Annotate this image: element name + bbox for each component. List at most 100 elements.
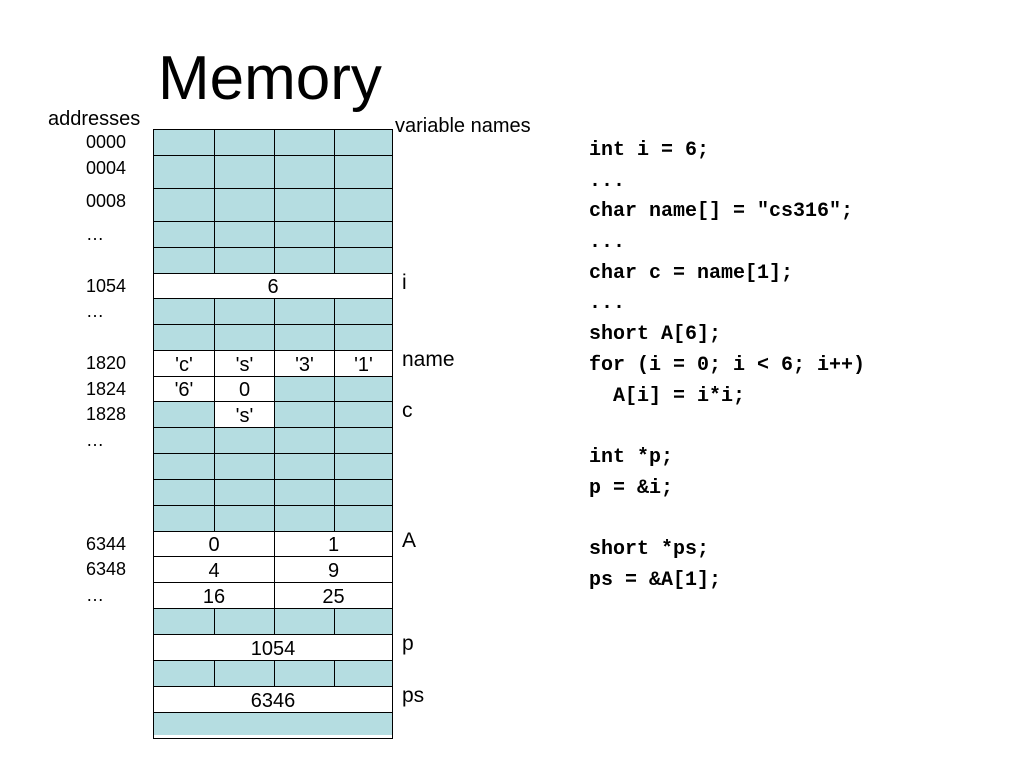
code-line: ... [589, 231, 626, 255]
memory-cell [214, 661, 274, 688]
memory-cell [334, 428, 392, 455]
memory-cell [214, 156, 274, 190]
memory-cell [274, 480, 334, 507]
address-label: 1054 [86, 276, 127, 296]
memory-value-cell: 0 [214, 377, 274, 403]
memory-cell [274, 506, 334, 533]
memory-row: 1054 [154, 634, 392, 662]
memory-cell [334, 299, 392, 326]
memory-row [154, 221, 392, 249]
memory-cell [334, 402, 392, 429]
address-label: … [86, 430, 104, 450]
memory-row [154, 155, 392, 190]
code-line [589, 412, 865, 443]
memory-cell [214, 189, 274, 223]
memory-cell [334, 377, 392, 403]
memory-cell [274, 661, 334, 688]
memory-value-cell: 1 [274, 532, 392, 558]
memory-cell [334, 222, 392, 249]
memory-row: '6'0 [154, 376, 392, 403]
memory-row [154, 660, 392, 688]
address-label: 6344 [86, 534, 127, 554]
memory-cell [214, 506, 274, 533]
memory-row [154, 479, 392, 507]
memory-value-cell: 6346 [154, 687, 392, 714]
memory-value-cell: 25 [274, 583, 392, 610]
memory-row [154, 712, 392, 735]
code-line: ps = &A[1]; [589, 568, 722, 592]
code-line: ... [589, 169, 626, 193]
memory-cell [274, 325, 334, 352]
memory-cell [214, 248, 274, 275]
memory-row: 's' [154, 401, 392, 429]
address-label: 1828 [86, 404, 127, 424]
memory-cell [274, 248, 334, 275]
code-line: char name[] = "cs316"; [589, 200, 854, 224]
memory-value-cell: 4 [154, 557, 274, 584]
memory-cell [334, 189, 392, 223]
memory-cell [154, 713, 392, 735]
memory-cell [334, 480, 392, 507]
memory-cell [274, 299, 334, 326]
memory-value-cell: '1' [334, 351, 392, 378]
code-line: short *ps; [589, 537, 710, 561]
page-title: Memory [158, 44, 382, 113]
memory-cell [274, 454, 334, 481]
code-line: int i = 6; [589, 139, 710, 162]
memory-cell [154, 189, 214, 223]
memory-cell [154, 454, 214, 481]
memory-cell [154, 222, 214, 249]
memory-cell [334, 248, 392, 275]
memory-cell [214, 130, 274, 156]
memory-row: 6 [154, 273, 392, 300]
memory-cell [274, 377, 334, 403]
variable-name-i: i [402, 271, 407, 294]
memory-value-cell: '6' [154, 377, 214, 403]
memory-cell [214, 299, 274, 326]
memory-value-cell: 6 [154, 274, 392, 300]
addresses-header: addresses [48, 108, 141, 130]
memory-value-cell: 's' [214, 351, 274, 378]
memory-cell [334, 156, 392, 190]
memory-value-cell: 0 [154, 532, 274, 558]
variable-name-c: c [402, 399, 413, 422]
variable-name-name: name [402, 348, 455, 371]
memory-cell [214, 609, 274, 636]
memory-cell [274, 189, 334, 223]
code-line: A[i] = i*i; [589, 384, 746, 408]
memory-cell [274, 130, 334, 156]
code-line: ... [589, 292, 626, 316]
code-line [589, 504, 865, 535]
memory-cell [154, 402, 214, 429]
memory-cell [334, 454, 392, 481]
memory-row: 6346 [154, 686, 392, 714]
memory-cell [274, 222, 334, 249]
memory-cell [334, 130, 392, 156]
memory-row [154, 188, 392, 223]
variable-name-p: p [402, 632, 414, 655]
memory-cell [154, 428, 214, 455]
memory-cell [334, 609, 392, 636]
address-label: … [86, 224, 104, 244]
code-listing: int i = 6;...char name[] = "cs316";...ch… [589, 136, 865, 596]
memory-cell [214, 428, 274, 455]
address-label: … [86, 301, 104, 321]
memory-row: 'c''s''3''1' [154, 350, 392, 378]
memory-row [154, 505, 392, 533]
memory-cell [214, 454, 274, 481]
memory-cell [214, 222, 274, 249]
memory-value-cell: '3' [274, 351, 334, 378]
memory-cell [154, 661, 214, 688]
memory-row [154, 427, 392, 455]
code-line: int *p; [589, 445, 674, 469]
memory-row [154, 608, 392, 636]
memory-cell [154, 248, 214, 275]
memory-cell [154, 130, 214, 156]
address-label: 0008 [86, 191, 127, 211]
memory-row [154, 298, 392, 326]
memory-row [154, 247, 392, 275]
